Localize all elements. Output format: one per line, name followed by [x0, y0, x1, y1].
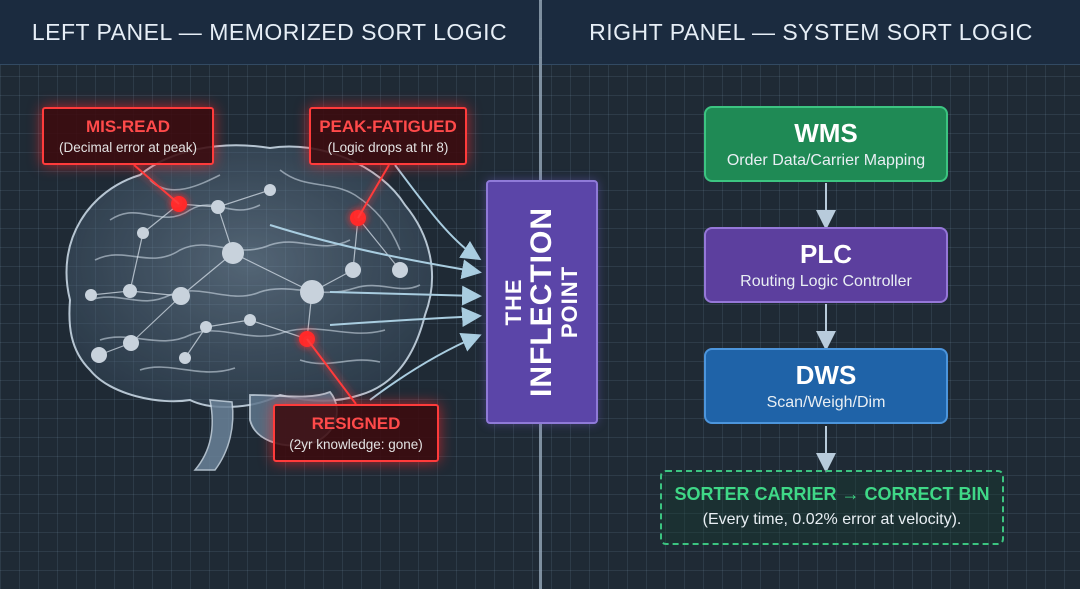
left-panel-title: LEFT PANEL — MEMORIZED SORT LOGIC	[31, 18, 508, 45]
inflection-point-label: THE INFLECTION POINT	[501, 207, 582, 397]
callout-leaders	[133, 164, 390, 405]
right-panel-title: RIGHT PANEL — SYSTEM SORT LOGIC	[589, 18, 1033, 45]
dws-title: DWS	[795, 360, 857, 390]
dws-subtitle: Scan/Weigh/Dim	[766, 394, 886, 411]
callout-resigned-subtitle: (2yr knowledge: gone)	[289, 437, 423, 452]
result-title: SORTER CARRIER → CORRECT BIN	[674, 484, 990, 504]
callout-misread-title: MIS-READ	[85, 117, 171, 136]
left-panel-header: LEFT PANEL — MEMORIZED SORT LOGIC	[0, 0, 539, 65]
plc-title: PLC	[800, 239, 852, 269]
inflection-line-1: THE	[501, 278, 526, 326]
plc-box: PLC Routing Logic Controller	[704, 227, 948, 303]
callout-peak-fatigued-title: PEAK-FATIGUED	[319, 117, 457, 136]
callout-misread-subtitle: (Decimal error at peak)	[58, 140, 198, 155]
converging-arrows	[269, 164, 482, 401]
inflection-line-2: INFLECTION	[525, 207, 558, 397]
wms-box: WMS Order Data/Carrier Mapping	[704, 106, 948, 182]
callout-resigned: RESIGNED (2yr knowledge: gone)	[273, 404, 439, 462]
result-subtitle: (Every time, 0.02% error at velocity).	[702, 511, 962, 528]
neural-nodes	[85, 184, 408, 364]
inflection-line-3: POINT	[557, 265, 582, 339]
brain-stem	[193, 399, 234, 471]
callout-resigned-title: RESIGNED	[311, 414, 401, 433]
wms-subtitle: Order Data/Carrier Mapping	[726, 152, 926, 169]
dws-box: DWS Scan/Weigh/Dim	[704, 348, 948, 424]
callout-peak-fatigued-subtitle: (Logic drops at hr 8)	[327, 140, 449, 155]
callout-peak-fatigued: PEAK-FATIGUED (Logic drops at hr 8)	[309, 107, 467, 165]
inflection-point-box: THE INFLECTION POINT	[486, 180, 598, 424]
right-panel-header: RIGHT PANEL — SYSTEM SORT LOGIC	[542, 0, 1080, 65]
result-box: SORTER CARRIER → CORRECT BIN (Every time…	[660, 470, 1004, 545]
callout-misread: MIS-READ (Decimal error at peak)	[42, 107, 214, 165]
wms-title: WMS	[794, 118, 858, 148]
plc-subtitle: Routing Logic Controller	[740, 273, 912, 290]
